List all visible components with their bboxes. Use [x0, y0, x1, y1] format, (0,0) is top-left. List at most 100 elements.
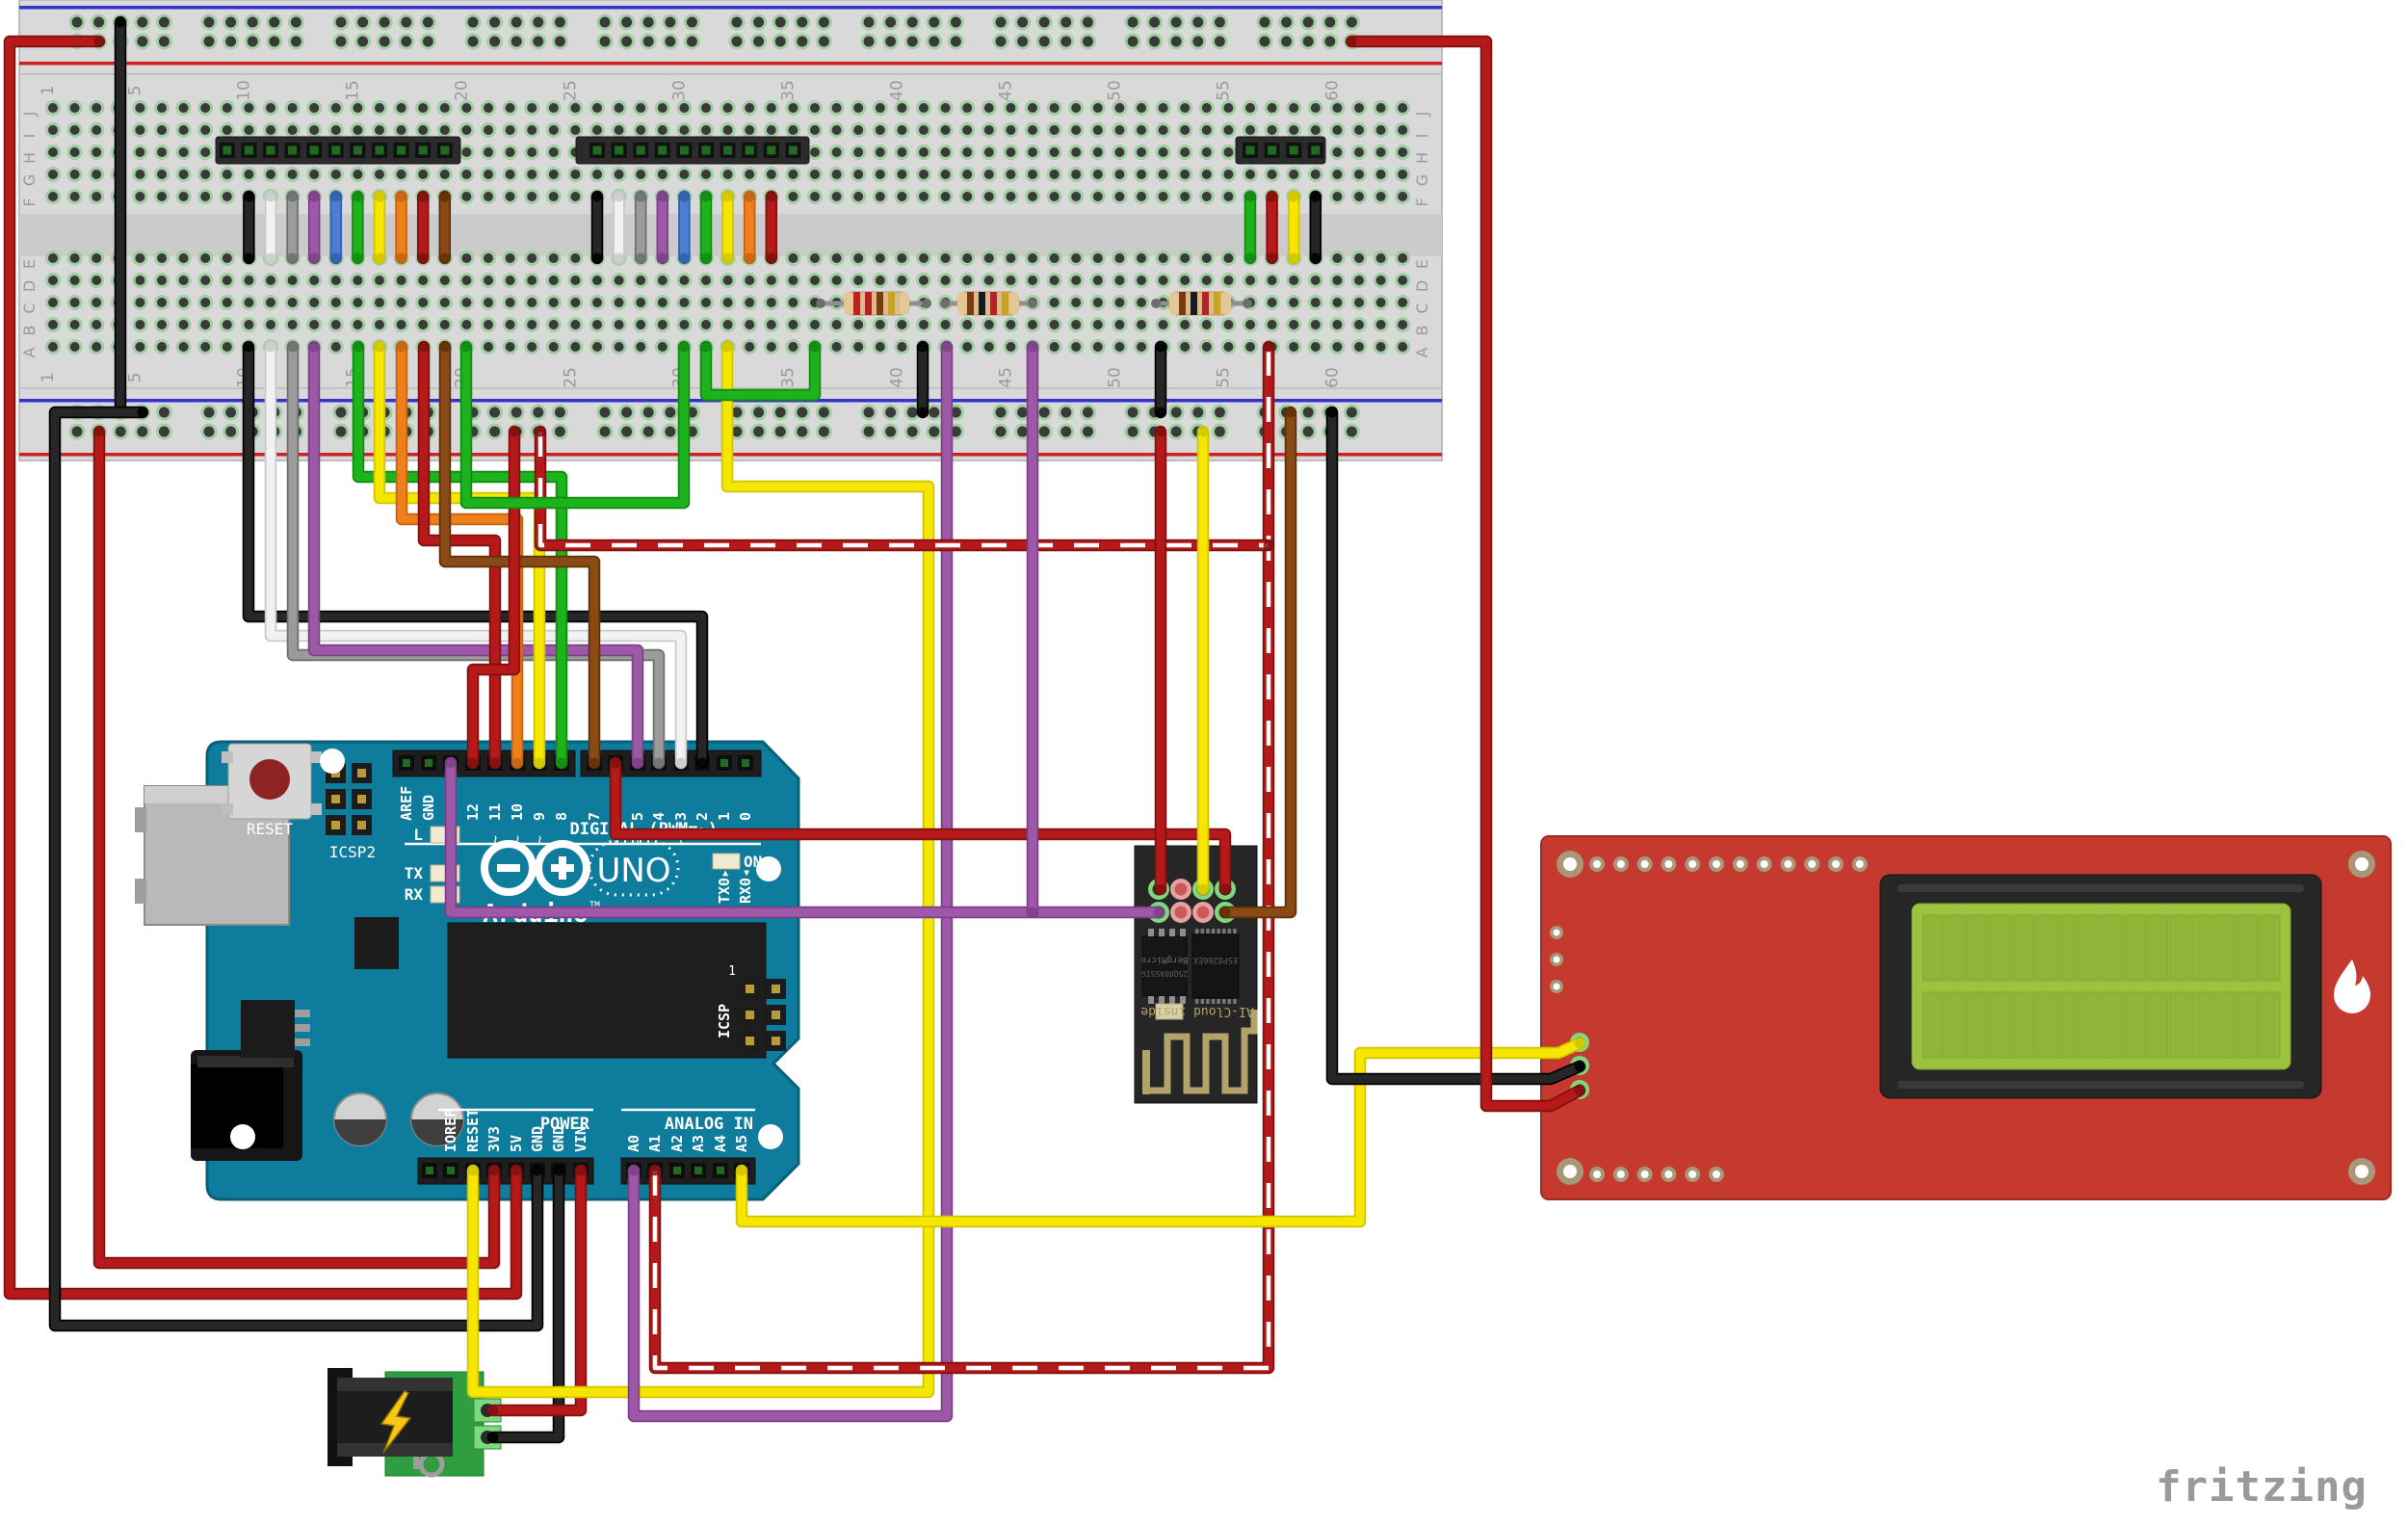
tx-label: TX [405, 864, 424, 882]
wire-black[interactable] [486, 1164, 565, 1444]
resistors[interactable] [816, 291, 1252, 316]
pin-label: 11 [486, 803, 504, 821]
row-label: G [20, 174, 39, 186]
resistor[interactable] [940, 291, 1037, 316]
wire-black[interactable] [114, 15, 127, 419]
pin-header[interactable] [580, 749, 762, 777]
row-label: H [20, 152, 39, 164]
reset-label: RESET [247, 820, 294, 838]
wire-red[interactable] [486, 1164, 588, 1417]
column-label: 45 [996, 367, 1015, 388]
icsp2-label: ICSP2 [329, 843, 376, 861]
pwm-mark: ~ [531, 835, 548, 844]
capacitor [410, 1092, 464, 1146]
pin-label: A3 [690, 1135, 707, 1152]
row-label: I [1413, 134, 1431, 139]
wire-red[interactable] [609, 756, 1232, 896]
wire-red[interactable] [466, 425, 521, 770]
row-label: B [1413, 326, 1431, 336]
wire-purple[interactable] [307, 340, 644, 770]
wire-green[interactable] [699, 340, 822, 402]
pin-label: 0 [737, 812, 754, 821]
icsp-label: ICSP [716, 1004, 733, 1039]
wire-black[interactable] [48, 406, 544, 1332]
brand-tm: TM [589, 901, 600, 910]
pin-label: 5V [508, 1135, 525, 1152]
wires[interactable] [3, 15, 1586, 1444]
wire-black[interactable] [242, 340, 709, 770]
wire-red[interactable] [3, 35, 523, 1301]
wire-red[interactable] [1345, 35, 1586, 1113]
pin-header[interactable] [620, 1157, 756, 1185]
wire-black[interactable] [1325, 406, 1586, 1086]
row-label: A [20, 347, 39, 357]
wire-white[interactable] [264, 340, 688, 770]
pin-header[interactable] [392, 749, 576, 777]
row-label: F [1413, 197, 1431, 206]
wire-striped[interactable] [648, 340, 1275, 1375]
wire-yellow[interactable] [735, 1037, 1586, 1228]
soc-marking: ESP8266EX [1192, 955, 1238, 964]
power-caption: POWER [540, 1115, 590, 1134]
pin-label: IOREF [442, 1109, 459, 1152]
wire-purple[interactable] [444, 756, 1165, 919]
column-label: 1 [39, 373, 58, 383]
pin-label: 3V3 [485, 1126, 503, 1152]
wire-brown[interactable] [1218, 406, 1297, 919]
l-label: L [413, 826, 423, 844]
pin-label: 5 [629, 812, 646, 821]
column-label: 40 [887, 367, 906, 388]
row-label: H [1413, 152, 1431, 164]
wire-yellow[interactable] [373, 340, 546, 770]
icsp-pin1-label: 1 [728, 964, 736, 979]
row-label: A [1413, 347, 1431, 357]
wire-black[interactable] [916, 340, 929, 419]
pin-label: 1 [716, 812, 733, 821]
pin-label: 12 [464, 803, 482, 821]
wire-red[interactable] [417, 340, 502, 770]
analog-caption: ANALOG IN [665, 1115, 753, 1134]
breadboard-jumpers[interactable] [243, 190, 1322, 265]
column-label: 25 [561, 80, 580, 101]
mounting-hole [756, 856, 781, 881]
wire-yellow[interactable] [466, 340, 935, 1399]
row-label: J [1413, 112, 1431, 118]
wire-yellow[interactable] [1196, 425, 1210, 896]
wire-red[interactable] [92, 425, 501, 1270]
breadboard-header[interactable] [575, 136, 810, 165]
wire-green[interactable] [459, 340, 691, 510]
on-led [712, 853, 741, 870]
wire-striped[interactable] [534, 425, 1275, 552]
serial-pin-label: TX0▸ [716, 869, 733, 904]
regulator [241, 1000, 310, 1058]
pin-label: GND [529, 1126, 546, 1152]
wire-black[interactable] [1154, 340, 1167, 419]
column-label: 50 [1105, 367, 1124, 388]
reset-button[interactable] [222, 743, 322, 820]
breadboard[interactable]: 1155101015152020252530303535404045455050… [18, 0, 1443, 461]
sparkfun-flame-icon [2334, 960, 2370, 1013]
column-label: 55 [1214, 367, 1233, 388]
row-label: E [20, 259, 39, 269]
lcd-module[interactable] [1540, 835, 2392, 1200]
fritzing-watermark: fritzing [2156, 1462, 2368, 1512]
wire-purple[interactable] [1026, 340, 1039, 919]
pin-header[interactable] [417, 1157, 594, 1185]
row-label: I [20, 134, 39, 139]
wire-purple[interactable] [627, 340, 954, 1423]
resistor[interactable] [1151, 291, 1252, 316]
column-label: 40 [887, 80, 906, 101]
pin-label: 9 [531, 812, 548, 821]
breadboard-header[interactable] [215, 136, 461, 165]
pin-label: GND [420, 795, 437, 821]
column-label: 5 [125, 373, 144, 383]
wire-green[interactable] [352, 340, 568, 770]
wire-red[interactable] [1154, 425, 1167, 896]
breadboard-header[interactable] [1235, 136, 1326, 165]
resistor[interactable] [816, 291, 931, 316]
power-jack-module[interactable] [327, 1368, 502, 1478]
